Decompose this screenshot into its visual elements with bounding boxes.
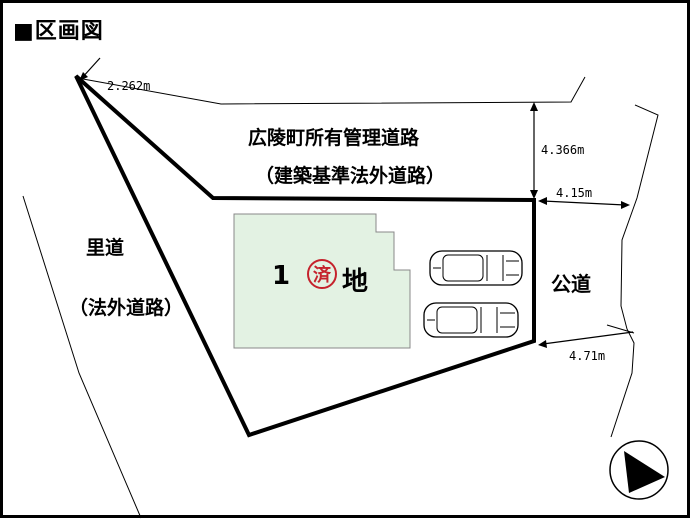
north-arrow-icon xyxy=(609,440,669,500)
car-icon xyxy=(423,302,519,338)
page-title: ■区画図 xyxy=(13,19,104,44)
lot-number: 1 xyxy=(272,261,291,291)
left-road-label: 里道 xyxy=(86,237,125,259)
right-road-label: 公道 xyxy=(551,272,591,296)
left-road-edge-line xyxy=(22,195,142,519)
dimension-label-415: 4.15m xyxy=(556,186,593,200)
sold-seal: 済 xyxy=(307,259,337,289)
dimension-arrow-471 xyxy=(538,331,634,348)
right-road-edge-line xyxy=(610,104,659,438)
car-icon xyxy=(429,250,523,286)
property-boundary xyxy=(74,74,536,438)
lot-label-suffix: 地 xyxy=(342,267,369,297)
dimension-label-471: 4.71m xyxy=(569,349,606,363)
top-road-edge-line xyxy=(82,76,586,105)
dimension-label-2262: 2.262m xyxy=(107,79,151,93)
left-road-sublabel: （法外道路） xyxy=(69,297,184,319)
dimension-arrow-2262 xyxy=(79,57,101,81)
dimension-label-4366: 4.366m xyxy=(541,143,585,157)
boundary-tick-line xyxy=(606,324,635,334)
dimension-arrow-4366 xyxy=(530,102,538,199)
dimension-arrow-415 xyxy=(538,197,630,209)
top-road-label: 広陵町所有管理道路 xyxy=(248,127,420,149)
top-road-sublabel: （建築基準法外道路） xyxy=(255,165,446,187)
